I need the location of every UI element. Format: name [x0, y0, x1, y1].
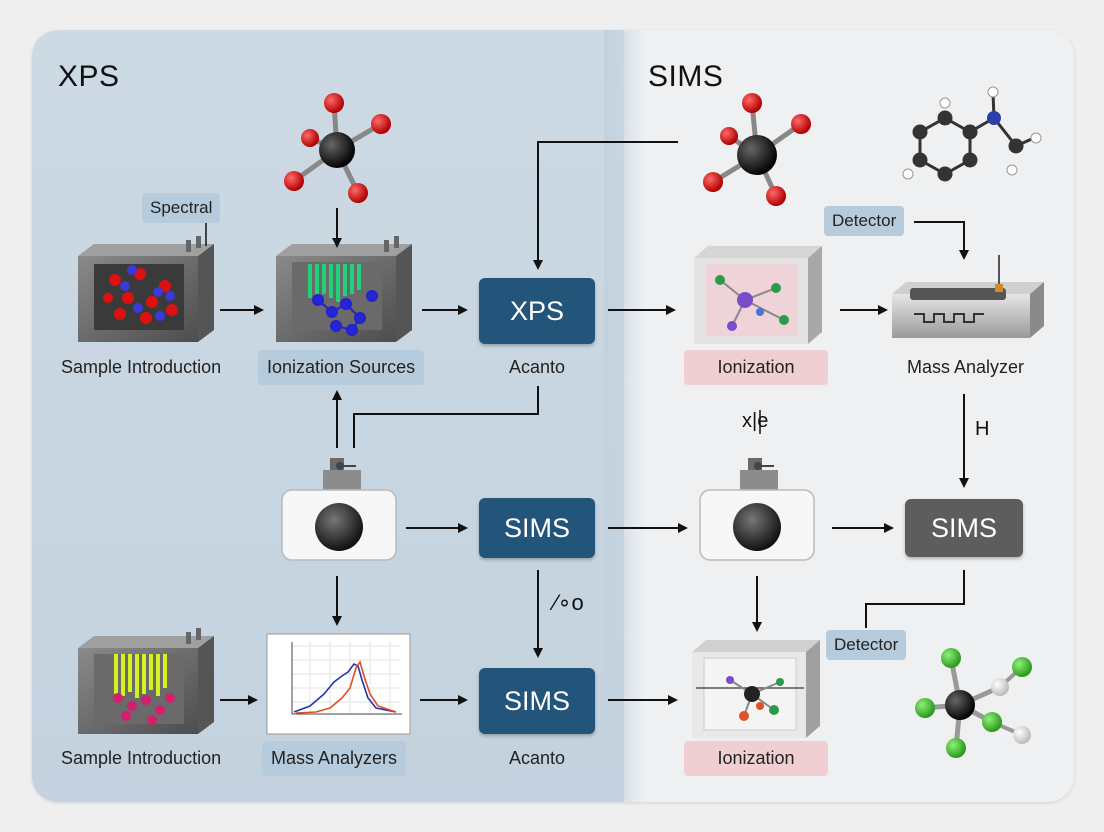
instrument-chamber-icon — [78, 236, 214, 342]
acanto-label-bottom: Acanto — [509, 748, 566, 768]
ionization-tag-top: Ionization — [684, 350, 828, 385]
instrument-chamber-icon — [694, 246, 822, 344]
sims-box-gray: SIMS — [905, 499, 1023, 557]
camera-source-icon — [699, 458, 815, 561]
sample-introduction-label-top: Sample Introduction — [61, 357, 222, 377]
molecule-icon — [915, 648, 1032, 758]
acanto-label-top: Acanto — [509, 357, 566, 377]
mass-analyzer-icon — [892, 255, 1044, 338]
xps-section-title: XPS — [58, 60, 120, 93]
molecule-icon — [902, 86, 1042, 182]
camera-source-icon — [281, 458, 397, 561]
sims-box-bottom: SIMS — [479, 668, 595, 734]
molecule-icon — [703, 93, 811, 206]
instrument-chamber-icon — [78, 628, 214, 734]
h-annotation: H — [975, 418, 990, 440]
spectrum-plot-icon — [266, 633, 411, 735]
instrument-chamber-icon — [692, 640, 820, 738]
molecule-icon — [284, 93, 391, 203]
sims-section-title: SIMS — [648, 60, 724, 93]
sample-introduction-label-bottom: Sample Introduction — [61, 748, 222, 768]
spectral-tag: Spectral — [142, 193, 221, 223]
percent-annotation: ⁄∘o — [554, 590, 584, 615]
mass-analyzer-label: Mass Analyzer — [907, 357, 1025, 377]
sims-box-middle: SIMS — [479, 498, 595, 558]
ionization-tag-bottom: Ionization — [684, 741, 828, 776]
ionization-sources-tag: Ionization Sources — [258, 350, 425, 385]
instrument-chamber-icon — [276, 236, 412, 342]
xps-box: XPS — [479, 278, 595, 344]
xe-annotation: x|e — [742, 410, 769, 432]
flow-arrows — [205, 141, 969, 705]
mass-analyzers-tag: Mass Analyzers — [262, 741, 407, 776]
detector-tag-top: Detector — [824, 206, 905, 236]
detector-tag-bottom: Detector — [826, 630, 907, 660]
